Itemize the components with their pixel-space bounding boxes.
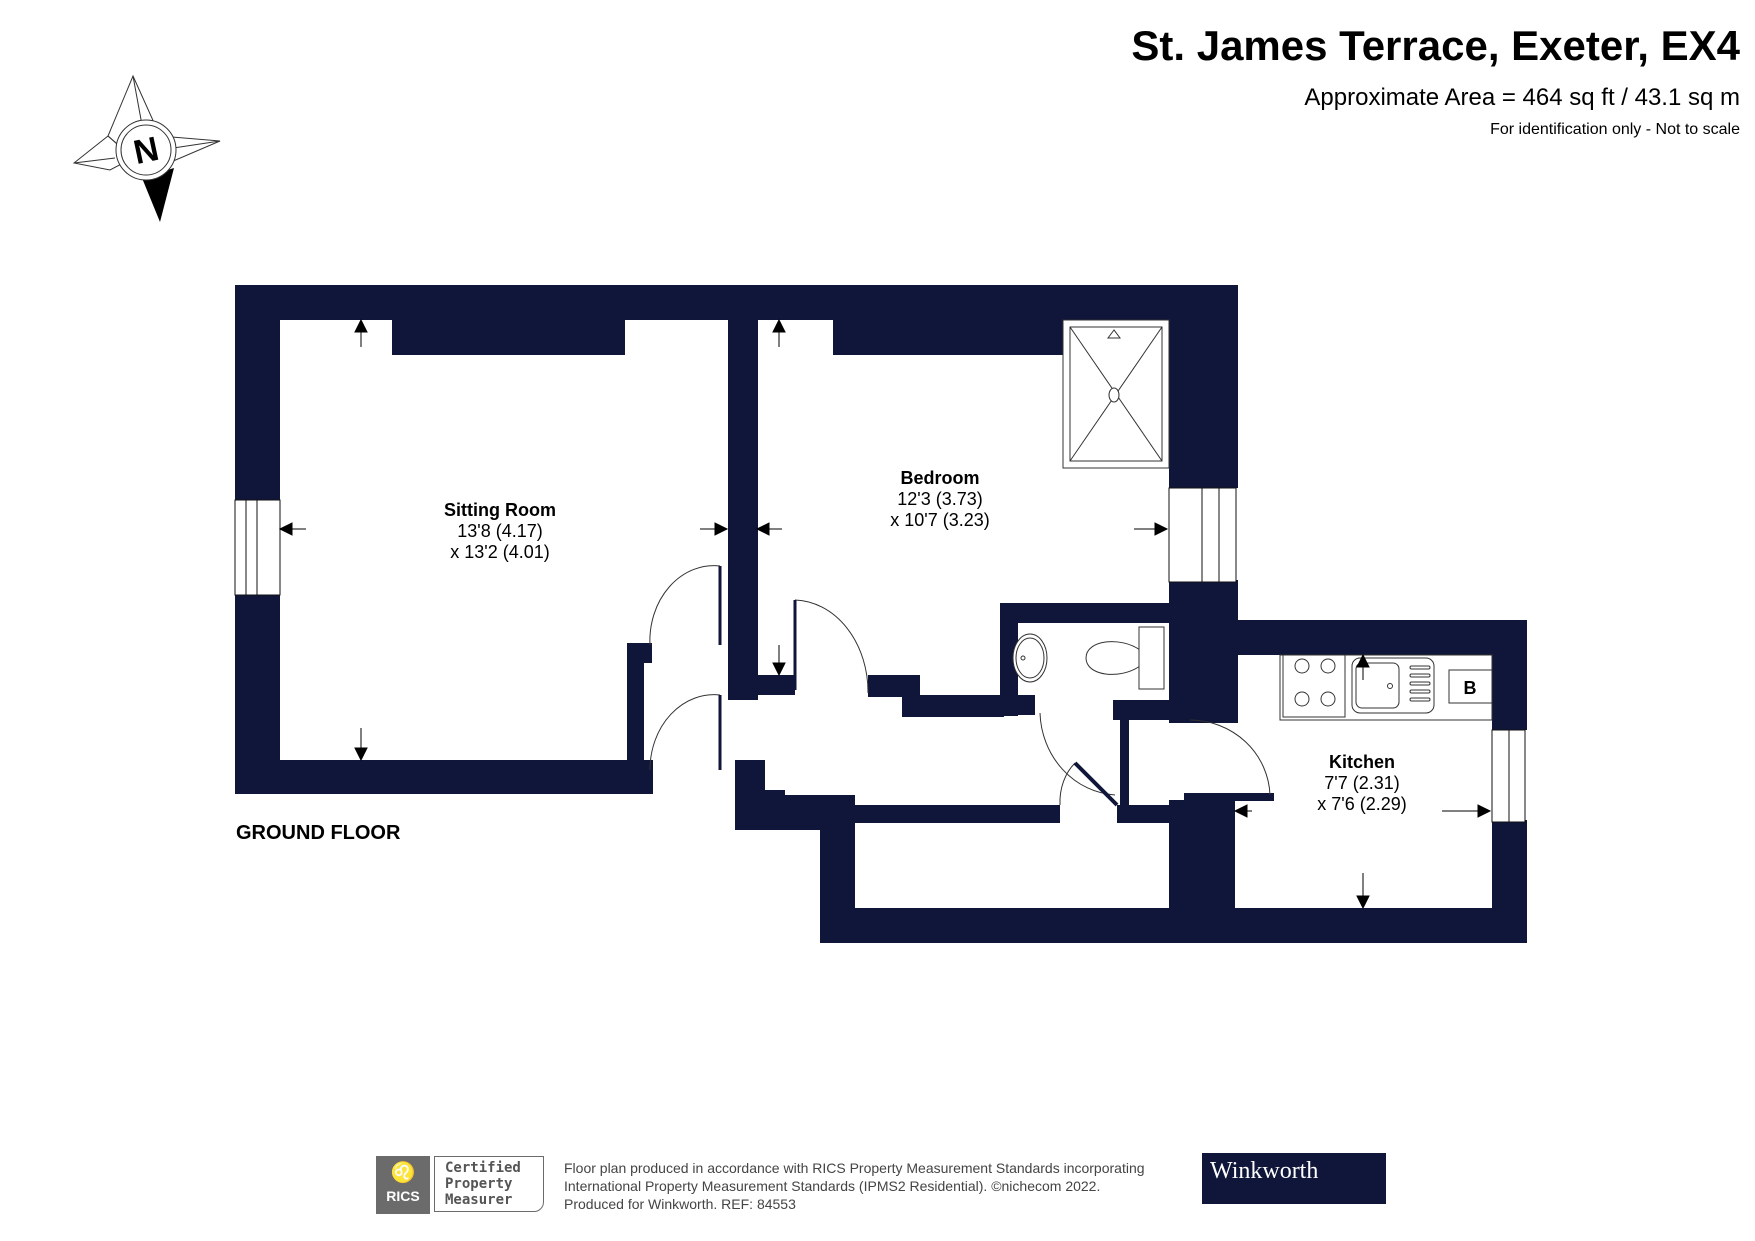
approximate-area: Approximate Area = 464 sq ft / 43.1 sq m — [1304, 84, 1740, 111]
room-sitting-room: Sitting Room 13'8 (4.17) x 13'2 (4.01) — [444, 500, 556, 563]
property-title: St. James Terrace, Exeter, EX4 — [1131, 22, 1740, 69]
disclaimer: For identification only - Not to scale — [1490, 121, 1740, 138]
windows — [234, 487, 1526, 823]
cert-line-1: Certified — [445, 1160, 521, 1176]
room-dimension-2: x 13'2 (4.01) — [450, 542, 550, 562]
walls — [235, 285, 1527, 943]
footer-line-3: Produced for Winkworth. REF: 84553 — [564, 1196, 796, 1212]
boiler-label: B — [1464, 678, 1477, 698]
room-name: Kitchen — [1328, 752, 1396, 772]
room-dimension-2: x 10'7 (3.23) — [890, 510, 990, 530]
rics-certification: ♌ RICS Certified Property Measurer — [376, 1156, 552, 1216]
hob-icon — [1282, 654, 1346, 718]
dimension-arrows — [278, 318, 1492, 910]
shower-tray-icon — [1062, 319, 1170, 469]
room-bedroom: Bedroom 12'3 (3.73) x 10'7 (3.23) — [890, 468, 990, 531]
room-dimension-2: x 7'6 (2.29) — [1317, 794, 1407, 814]
room-dimension-1: 12'3 (3.73) — [897, 489, 983, 509]
boiler-icon — [1448, 669, 1493, 704]
sink-icon — [1351, 657, 1435, 714]
footer-line-1: Floor plan produced in accordance with R… — [564, 1160, 1145, 1176]
footer-notice: Floor plan produced in accordance with R… — [564, 1159, 1145, 1213]
winkworth-logo: Winkworth — [1202, 1153, 1386, 1204]
wash-basin-icon — [1012, 633, 1048, 683]
lion-icon: ♌ — [390, 1162, 416, 1184]
kitchen-worktop — [1279, 654, 1493, 721]
room-dimension-1: 13'8 (4.17) — [457, 521, 543, 541]
room-dimension-1: 7'7 (2.31) — [1324, 773, 1400, 793]
door-swings — [649, 565, 1271, 807]
rics-logo-text: RICS — [386, 1188, 420, 1204]
room-name: Sitting Room — [444, 500, 556, 520]
rics-logo: ♌ RICS — [376, 1156, 430, 1214]
toilet-icon — [1085, 626, 1165, 690]
certified-property-measurer: Certified Property Measurer — [434, 1156, 544, 1212]
room-name: Bedroom — [900, 468, 980, 488]
cert-line-3: Measurer — [445, 1192, 513, 1208]
cert-line-2: Property — [445, 1176, 513, 1192]
footer-line-2: International Property Measurement Stand… — [564, 1178, 1101, 1194]
room-kitchen: Kitchen 7'7 (2.31) x 7'6 (2.29) — [1317, 752, 1406, 815]
north-compass-icon: N — [72, 74, 221, 222]
floor-label: GROUND FLOOR — [236, 822, 401, 844]
